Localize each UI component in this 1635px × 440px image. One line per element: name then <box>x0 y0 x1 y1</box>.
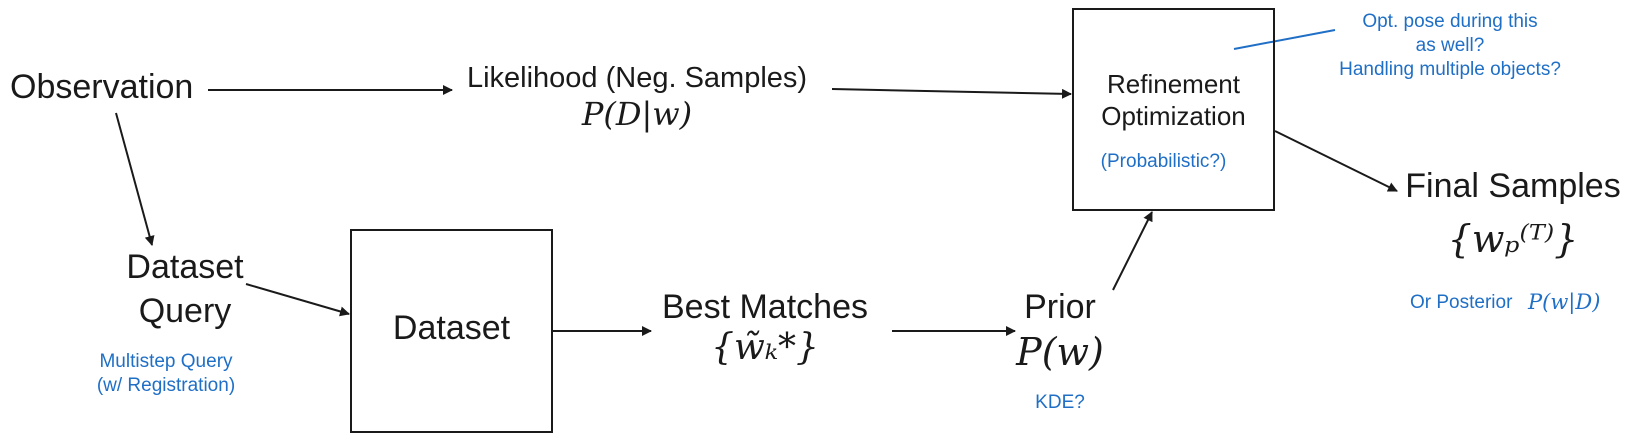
likelihood-label: Likelihood (Neg. Samples) <box>466 62 808 94</box>
best-matches-label: Best Matches <box>662 288 868 326</box>
arrow-prior-to-refinement <box>1112 211 1153 291</box>
opt-pose-note-line3: Handling multiple objects? <box>1339 59 1561 80</box>
or-posterior-note: Or Posterior <box>1410 292 1513 313</box>
prior-label: Prior <box>1024 288 1096 326</box>
multistep-query-note-line1: Multistep Query <box>99 351 233 372</box>
multistep-query-note-line2: (w/ Registration) <box>96 375 236 396</box>
best-matches-math: {w̃ₖ*} <box>711 327 819 368</box>
dataset-query-line2: Query <box>138 292 232 330</box>
arrow-refinement-to-final-samples <box>1274 130 1398 192</box>
probabilistic-note: (Probabilistic?) <box>1100 151 1227 172</box>
opt-pose-note-line2: as well? <box>1415 35 1485 56</box>
final-samples-math: {wₚ⁽ᵀ⁾} <box>1447 217 1579 261</box>
arrow-observation-to-dataset-query <box>115 112 155 246</box>
opt-pose-note-line1: Opt. pose during this <box>1362 11 1538 32</box>
dataset-box <box>350 229 553 433</box>
final-samples-label: Final Samples <box>1405 167 1621 205</box>
refinement-box <box>1072 8 1275 211</box>
dataset-box-label: Dataset <box>392 309 511 347</box>
arrow-dataset-query-to-dataset <box>245 283 350 317</box>
refinement-line2: Optimization <box>1101 101 1246 131</box>
annotation-pointer-line <box>1233 29 1336 50</box>
or-posterior-math: P(w|D) <box>1528 290 1601 314</box>
kde-note: KDE? <box>1035 392 1085 413</box>
likelihood-math: P(D|w) <box>581 95 693 133</box>
arrow-likelihood-to-refinement <box>831 88 1072 99</box>
observation-label: Observation <box>10 68 194 106</box>
dataset-query-line1: Dataset <box>126 248 244 286</box>
refinement-line1: Refinement <box>1107 69 1240 99</box>
prior-math: P(w) <box>1016 330 1104 374</box>
